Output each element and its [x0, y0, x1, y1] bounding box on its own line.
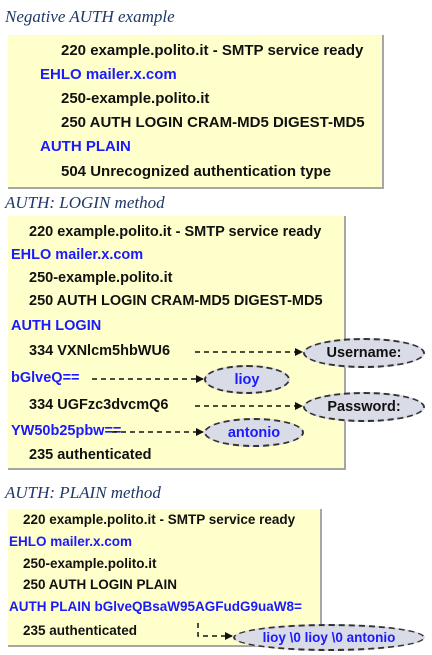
- server-line: 250 AUTH LOGIN PLAIN: [23, 577, 178, 592]
- server-line: 220 example.polito.it - SMTP service rea…: [61, 42, 364, 59]
- server-line: 235 authenticated: [23, 623, 138, 638]
- section-caption-login-method: AUTH: LOGIN method: [5, 193, 165, 212]
- server-line: 250 AUTH LOGIN CRAM-MD5 DIGEST-MD5: [61, 114, 365, 131]
- section-caption-negative-auth: Negative AUTH example: [5, 7, 175, 26]
- client-line: AUTH PLAIN: [40, 138, 131, 155]
- client-line: AUTH LOGIN: [11, 318, 102, 334]
- client-line: AUTH PLAIN bGlveQBsaW95AGFudG9uaW8=: [9, 599, 302, 614]
- arrow-plain-credentials: [197, 623, 233, 640]
- client-line: EHLO mailer.x.com: [40, 66, 177, 83]
- server-line: 250-example.polito.it: [23, 556, 157, 571]
- server-line: 504 Unrecognized authentication type: [61, 163, 332, 180]
- decoded-bubble-lioy: lioy: [204, 365, 290, 394]
- smtp-dialog-panel-negative: [8, 35, 384, 189]
- server-line: 250 AUTH LOGIN CRAM-MD5 DIGEST-MD5: [29, 293, 323, 309]
- client-line: EHLO mailer.x.com: [11, 247, 144, 263]
- decoded-bubble-password: Password:: [303, 392, 425, 422]
- server-challenge-line: 334 VXNlcm5hbWU6: [29, 343, 171, 359]
- smtp-dialog-panel-plain: [8, 509, 322, 647]
- client-line: EHLO mailer.x.com: [9, 534, 133, 549]
- server-line: 220 example.polito.it - SMTP service rea…: [23, 512, 296, 527]
- server-line: 235 authenticated: [29, 447, 152, 463]
- server-line: 220 example.polito.it - SMTP service rea…: [29, 224, 322, 240]
- client-response-line: bGlveQ==: [11, 370, 80, 386]
- decoded-bubble-antonio: antonio: [204, 418, 304, 447]
- client-response-line: YW50b25pbw==: [11, 423, 122, 439]
- server-line: 250-example.polito.it: [29, 270, 173, 286]
- server-challenge-line: 334 UGFzc3dvcmQ6: [29, 397, 169, 413]
- decoded-bubble-plain-credentials: lioy \0 lioy \0 antonio: [233, 624, 425, 651]
- decoded-bubble-username: Username:: [303, 338, 425, 368]
- server-line: 250-example.polito.it: [61, 90, 210, 107]
- section-caption-plain-method: AUTH: PLAIN method: [5, 483, 161, 502]
